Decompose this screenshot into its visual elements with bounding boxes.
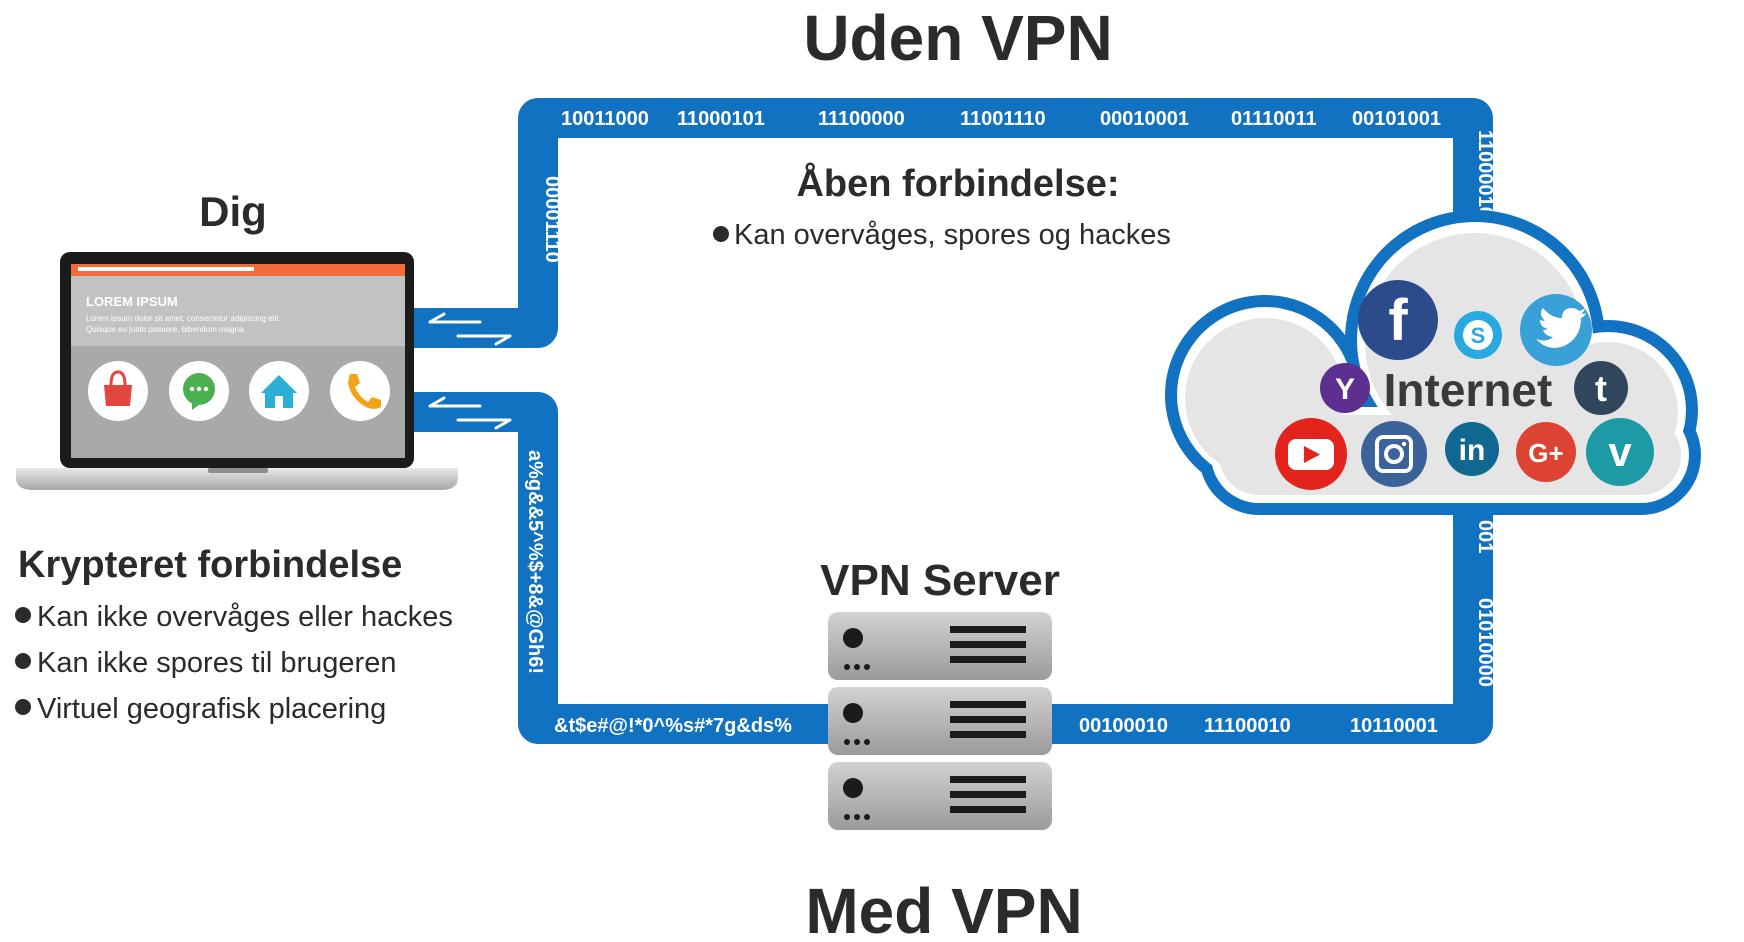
stream-bottom-right-3: 10110001 [1350, 715, 1438, 737]
server-unit [828, 762, 1052, 830]
stream-top-4: 11001110 [960, 108, 1046, 130]
server-unit [828, 612, 1052, 680]
bullet [15, 653, 31, 669]
stream-bottom-right-2: 11100010 [1204, 715, 1291, 737]
bullet [15, 699, 31, 715]
skype-icon: S [1454, 311, 1502, 359]
linkedin-icon: in [1445, 422, 1499, 476]
stream-right-bottom-vertical-1: 001 [1474, 520, 1496, 553]
svg-text:f: f [1388, 288, 1408, 353]
server-icon [828, 612, 1052, 830]
stream-top-7: 00101001 [1352, 108, 1441, 130]
stream-bottom-left: &t$e#@!*0^%s#*7g&ds% [554, 715, 792, 737]
stream-right-bottom-vertical-2: 01010000 [1474, 598, 1496, 687]
screen-heading: LOREM IPSUM [86, 294, 178, 309]
chat-icon [169, 361, 229, 421]
screen-text-line1: Lorem ipsum dolor sit amet, consectetur … [86, 314, 281, 323]
stream-top-3: 11100000 [818, 108, 905, 130]
encrypted-connection-point-2: Kan ikke spores til brugeren [37, 647, 396, 679]
svg-text:Y: Y [1335, 373, 1355, 406]
tumblr-icon: t [1574, 361, 1628, 415]
encrypted-connection-point-1: Kan ikke overvåges eller hackes [37, 601, 453, 633]
stream-right-top-vertical: 11000010 [1474, 130, 1496, 218]
internet-cloud: Internet f S Y t [1165, 210, 1701, 515]
vimeo-icon: v [1586, 418, 1654, 486]
title-without-vpn: Uden VPN [803, 2, 1112, 74]
shopping-bag-icon [88, 361, 148, 421]
encrypted-connection-pipe [392, 392, 1493, 744]
screen-text-line2: Quisque eu justo posuere, bibendum magna… [86, 325, 246, 334]
transfer-arrows-encrypted [428, 396, 512, 430]
encrypted-connection-point-3: Virtuel geografisk placering [37, 693, 386, 725]
stream-top-5: 00010001 [1100, 108, 1189, 130]
stream-bottom-right-1: 00100010 [1079, 715, 1168, 737]
stream-top-2: 11000101 [677, 108, 765, 130]
stream-top-1: 10011000 [561, 108, 649, 130]
bullet [713, 226, 729, 242]
facebook-icon: f [1358, 280, 1438, 360]
google-plus-icon: G+ [1516, 422, 1576, 482]
home-icon [249, 361, 309, 421]
yahoo-icon: Y [1320, 363, 1370, 413]
internet-label: Internet [1384, 364, 1553, 416]
svg-text:t: t [1595, 368, 1607, 409]
vpn-server-label: VPN Server [820, 556, 1060, 605]
svg-text:G+: G+ [1528, 438, 1563, 468]
youtube-icon [1275, 418, 1347, 490]
stream-left-top-vertical: 00001110 [541, 176, 563, 263]
stream-left-bottom-vertical: a%g&&5^%$+8&@Gh6! [524, 450, 546, 674]
encrypted-connection-heading: Krypteret forbindelse [18, 544, 402, 586]
bullet [15, 607, 31, 623]
instagram-icon [1361, 421, 1427, 487]
svg-text:S: S [1471, 323, 1486, 348]
svg-text:in: in [1459, 434, 1486, 467]
twitter-icon [1520, 294, 1592, 366]
open-connection-pipe [392, 98, 1493, 348]
open-connection-point-1: Kan overvåges, spores og hackes [734, 219, 1171, 251]
svg-text:v: v [1608, 428, 1632, 475]
stream-top-6: 01110011 [1231, 108, 1317, 130]
transfer-arrows-open [428, 312, 512, 346]
laptop-icon: LOREM IPSUM Lorem ipsum dolor sit amet, … [16, 252, 458, 490]
you-label: Dig [199, 188, 267, 235]
open-connection-heading: Åben forbindelse: [796, 161, 1119, 205]
title-with-vpn: Med VPN [805, 875, 1082, 942]
phone-icon [330, 361, 390, 421]
server-unit [828, 687, 1052, 755]
